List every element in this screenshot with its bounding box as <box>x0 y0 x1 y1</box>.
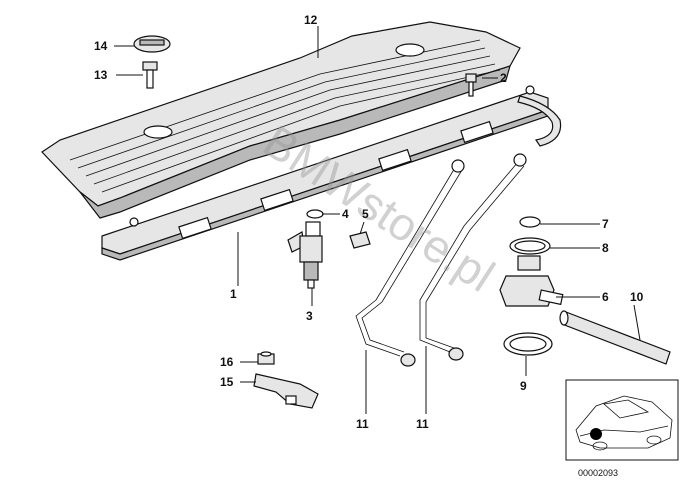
callout-16: 16 <box>220 355 234 369</box>
leader-lines <box>114 26 641 414</box>
car-locator-thumbnail <box>565 379 679 461</box>
callout-2: 2 <box>500 71 507 85</box>
injector-3 <box>287 221 323 289</box>
callout-11-left: 11 <box>356 417 369 431</box>
nut-16 <box>257 351 275 365</box>
engine-location-marker <box>590 428 602 440</box>
hose-10 <box>559 310 671 365</box>
callout-14: 14 <box>94 39 108 53</box>
bracket-15 <box>253 373 319 409</box>
washer-7 <box>519 216 541 228</box>
callout-1: 1 <box>230 287 237 301</box>
callout-11-right: 11 <box>416 417 429 431</box>
callout-12: 12 <box>304 13 318 27</box>
callout-7: 7 <box>602 217 609 231</box>
callout-10: 10 <box>630 290 644 304</box>
callout-13: 13 <box>94 68 108 82</box>
clip-5 <box>349 231 371 249</box>
o-ring-8 <box>509 237 551 255</box>
callout-3: 3 <box>306 309 313 323</box>
callout-9: 9 <box>520 379 527 393</box>
fuel-line-rail-return <box>517 95 562 147</box>
bolt-2 <box>465 73 477 97</box>
bolt-13 <box>142 61 158 89</box>
callout-4: 4 <box>342 207 349 221</box>
callout-6: 6 <box>602 290 609 304</box>
pressure-regulator-6 <box>499 255 564 307</box>
clamp-ring-9 <box>503 332 553 356</box>
callout-8: 8 <box>602 241 609 255</box>
callout-5: 5 <box>362 207 369 221</box>
o-ring-4 <box>306 209 324 219</box>
fuel-lines-11 <box>355 153 527 367</box>
engine-cover <box>41 21 521 219</box>
reference-number: 00002093 <box>578 468 618 478</box>
callout-15: 15 <box>220 375 234 389</box>
cap-14 <box>133 35 171 53</box>
